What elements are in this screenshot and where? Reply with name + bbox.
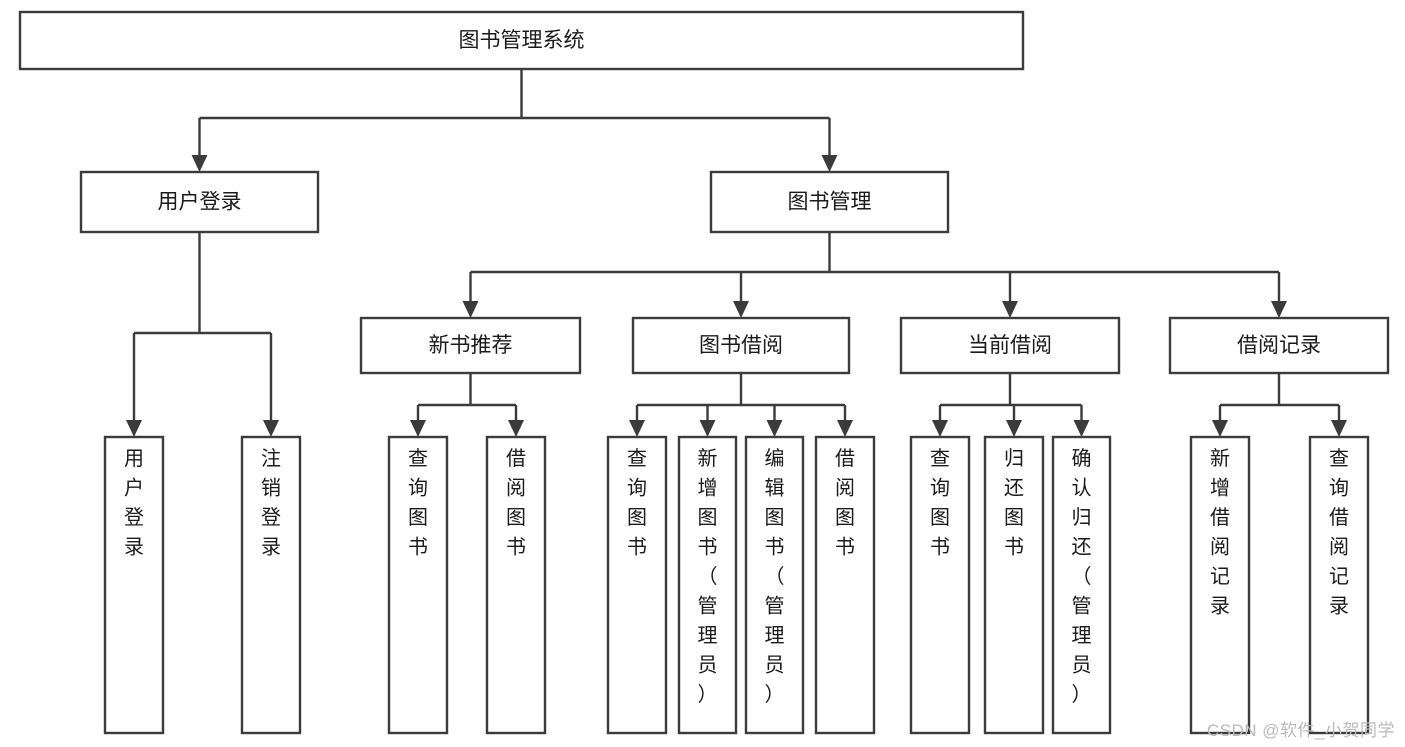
node-borrow-record[interactable]: 借阅记录: [1168, 316, 1390, 375]
arrow-head-icon-borrow-record: [1271, 301, 1287, 318]
node-box-borrow-record: [1168, 316, 1390, 375]
node-label-user-login: 用户登录: [158, 191, 242, 214]
node-bb-add-book[interactable]: 新增图书（管理员）: [677, 435, 738, 735]
arrow-head-icon-cb-return-book: [1006, 420, 1022, 437]
node-box-br-query-record: [1308, 435, 1370, 735]
node-label-book-manage: 图书管理: [788, 191, 872, 214]
arrow-head-icon-nbr-borrow-book: [508, 420, 524, 437]
node-box-current-borrow: [899, 316, 1121, 375]
arrow-head-icon-leaf-logout: [263, 420, 279, 437]
node-box-leaf-user-login: [103, 435, 165, 735]
arrow-head-icon-bb-query-book: [629, 420, 645, 437]
arrow-head-icon-br-query-record: [1331, 420, 1347, 437]
node-book-manage[interactable]: 图书管理: [709, 170, 950, 234]
node-box-user-login: [79, 170, 320, 234]
node-current-borrow[interactable]: 当前借阅: [899, 316, 1121, 375]
arrow-head-icon-cb-confirm-return: [1073, 420, 1090, 437]
node-label-br-query-record: 查询借阅记录: [1329, 447, 1349, 618]
node-label-cb-query-book: 查询图书: [930, 447, 950, 559]
node-box-root: [18, 10, 1025, 71]
node-user-login[interactable]: 用户登录: [79, 170, 320, 234]
watermark-text: CSDN @软件_小贺同学: [1206, 721, 1395, 740]
node-bb-edit-book[interactable]: 编辑图书（管理员）: [744, 435, 805, 735]
arrow-head-icon-br-add-record: [1212, 420, 1228, 437]
node-box-bb-add-book: [677, 435, 738, 735]
node-label-bb-add-book: 新增图书（管理员）: [698, 447, 718, 706]
node-box-cb-query-book: [909, 435, 971, 735]
node-label-bb-edit-book: 编辑图书（管理员）: [765, 447, 785, 706]
node-cb-query-book[interactable]: 查询图书: [909, 435, 971, 735]
node-label-leaf-user-login: 用户登录: [124, 448, 144, 559]
node-leaf-logout[interactable]: 注销登录: [240, 435, 302, 735]
node-label-borrow-record: 借阅记录: [1237, 334, 1321, 357]
node-br-add-record[interactable]: 新增借阅记录: [1189, 435, 1251, 735]
arrow-head-icon-new-book-rec: [462, 301, 479, 318]
node-box-cb-confirm-return: [1051, 435, 1112, 735]
node-new-book-rec[interactable]: 新书推荐: [359, 316, 582, 375]
node-cb-return-book[interactable]: 归还图书: [983, 435, 1045, 735]
arrow-head-icon-cb-query-book: [932, 420, 948, 437]
node-book-borrow[interactable]: 图书借阅: [631, 316, 851, 375]
node-box-bb-borrow-book: [814, 435, 876, 735]
node-br-query-record[interactable]: 查询借阅记录: [1308, 435, 1370, 735]
node-label-nbr-borrow-book: 借阅图书: [506, 447, 526, 559]
arrow-head-icon-nbr-query-book: [410, 420, 426, 437]
node-label-br-add-record: 新增借阅记录: [1210, 447, 1230, 618]
node-box-cb-return-book: [983, 435, 1045, 735]
node-label-new-book-rec: 新书推荐: [429, 334, 513, 357]
arrow-head-icon-user-login: [191, 155, 208, 172]
node-label-bb-borrow-book: 借阅图书: [835, 447, 855, 559]
node-bb-borrow-book[interactable]: 借阅图书: [814, 435, 876, 735]
node-label-nbr-query-book: 查询图书: [408, 447, 428, 559]
node-nbr-query-book[interactable]: 查询图书: [387, 435, 449, 735]
node-leaf-user-login[interactable]: 用户登录: [103, 435, 165, 735]
arrow-head-icon-leaf-user-login: [126, 420, 142, 437]
node-box-book-borrow: [631, 316, 851, 375]
node-box-new-book-rec: [359, 316, 582, 375]
node-label-book-borrow: 图书借阅: [699, 334, 783, 357]
node-box-nbr-borrow-book: [485, 435, 547, 735]
node-label-bb-query-book: 查询图书: [627, 447, 647, 559]
node-box-bb-edit-book: [744, 435, 805, 735]
arrow-head-icon-bb-borrow-book: [837, 420, 853, 437]
node-box-br-add-record: [1189, 435, 1251, 735]
node-box-leaf-logout: [240, 435, 302, 735]
node-box-book-manage: [709, 170, 950, 234]
arrow-head-icon-book-borrow: [733, 301, 749, 318]
node-root[interactable]: 图书管理系统: [18, 10, 1025, 71]
node-label-cb-return-book: 归还图书: [1004, 447, 1024, 559]
node-label-cb-confirm-return: 确认归还（管理员）: [1072, 447, 1092, 706]
node-label-leaf-logout: 注销登录: [261, 447, 281, 559]
node-cb-confirm-return[interactable]: 确认归还（管理员）: [1051, 435, 1112, 735]
node-box-bb-query-book: [606, 435, 668, 735]
arrow-head-icon-bb-add-book: [699, 420, 716, 437]
node-label-root: 图书管理系统: [459, 29, 585, 52]
node-label-current-borrow: 当前借阅: [968, 334, 1052, 357]
arrow-head-icon-book-manage: [821, 155, 838, 172]
node-bb-query-book[interactable]: 查询图书: [606, 435, 668, 735]
node-box-nbr-query-book: [387, 435, 449, 735]
node-nbr-borrow-book[interactable]: 借阅图书: [485, 435, 547, 735]
arrow-head-icon-current-borrow: [1002, 301, 1018, 318]
arrow-head-icon-bb-edit-book: [766, 420, 783, 437]
